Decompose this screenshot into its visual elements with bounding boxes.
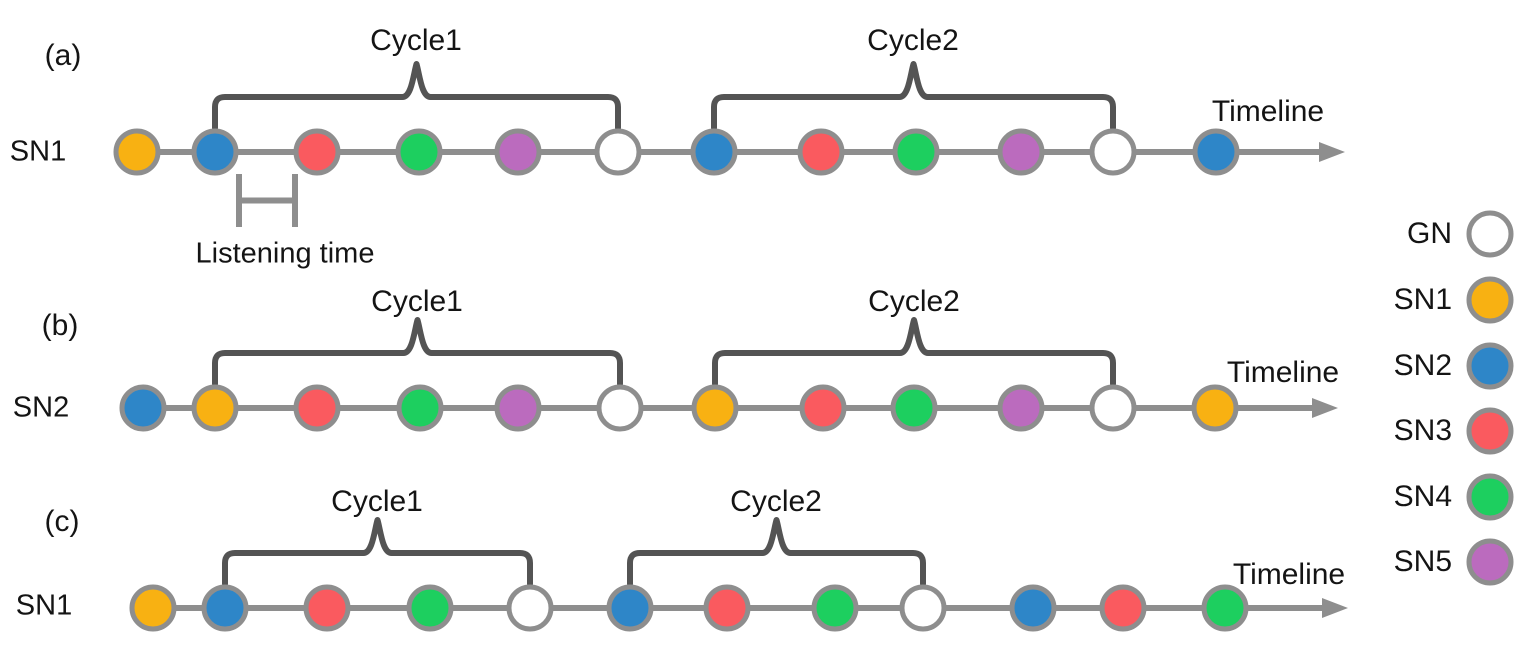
cycle2-label-b: Cycle2 xyxy=(868,285,960,318)
dot-b-1-sn2 xyxy=(119,384,167,432)
dot-b-8-sn3 xyxy=(799,384,847,432)
dot-b-9-sn4 xyxy=(890,384,938,432)
dot-b-6-gn xyxy=(596,384,644,432)
legend-label-sn4: SN4 xyxy=(1393,480,1452,513)
legend-swatch-sn3 xyxy=(1466,407,1514,455)
timeline-arrowhead-icon-b xyxy=(1312,398,1338,418)
panel-c-label: (c) xyxy=(44,505,80,538)
cycle2-label-c: Cycle2 xyxy=(730,485,822,518)
timeline-label-b: Timeline xyxy=(1226,356,1340,389)
dot-c-4-sn4 xyxy=(406,584,454,632)
cycle-bracket-c-1 xyxy=(222,517,533,587)
dot-c-2-sn2 xyxy=(201,584,249,632)
panel-a-row-label: SN1 xyxy=(9,135,67,168)
listening-time-bracket xyxy=(236,174,298,227)
dot-c-10-sn2 xyxy=(1009,584,1057,632)
dot-c-11-sn3 xyxy=(1099,584,1147,632)
dot-a-2-sn2 xyxy=(191,128,239,176)
timeline-arrowhead-icon-a xyxy=(1319,142,1345,162)
panel-c-row-label: SN1 xyxy=(15,589,73,622)
dot-b-4-sn4 xyxy=(396,384,444,432)
legend-swatch-gn xyxy=(1466,210,1514,258)
panel-b-label: (b) xyxy=(41,309,79,342)
legend-label-sn2: SN2 xyxy=(1393,349,1452,382)
dot-c-8-sn4 xyxy=(811,584,859,632)
dot-c-6-sn2 xyxy=(606,584,654,632)
dot-a-4-sn4 xyxy=(395,128,443,176)
cycle-bracket-c-2 xyxy=(627,517,926,587)
timeline-label-c: Timeline xyxy=(1232,558,1346,591)
dot-a-9-sn4 xyxy=(892,128,940,176)
timeline-label-a: Timeline xyxy=(1211,95,1325,128)
dot-b-12-sn1 xyxy=(1191,384,1239,432)
legend-swatch-sn1 xyxy=(1466,276,1514,324)
dot-b-2-sn1 xyxy=(191,384,239,432)
dot-c-3-sn3 xyxy=(303,584,351,632)
cycle-bracket-b-2 xyxy=(712,317,1116,387)
timeline-arrowhead-icon-c xyxy=(1322,598,1348,618)
dot-b-11-gn xyxy=(1089,384,1137,432)
dot-a-10-sn5 xyxy=(997,128,1045,176)
dot-a-3-sn3 xyxy=(293,128,341,176)
cycle-bracket-a-1 xyxy=(212,61,621,131)
dot-c-7-sn3 xyxy=(703,584,751,632)
legend-label-sn3: SN3 xyxy=(1393,414,1452,447)
legend-swatch-sn2 xyxy=(1466,342,1514,390)
listening-time-label: Listening time xyxy=(195,237,375,270)
legend-swatch-sn5 xyxy=(1466,538,1514,586)
legend-label-sn1: SN1 xyxy=(1393,283,1452,316)
dot-a-6-gn xyxy=(594,128,642,176)
dot-c-9-gn xyxy=(899,584,947,632)
cycle1-label-b: Cycle1 xyxy=(371,285,463,318)
dot-c-12-sn4 xyxy=(1201,584,1249,632)
dot-c-5-gn xyxy=(506,584,554,632)
dot-c-1-sn1 xyxy=(129,584,177,632)
dot-b-7-sn1 xyxy=(691,384,739,432)
dot-b-3-sn3 xyxy=(293,384,341,432)
legend-label-sn5: SN5 xyxy=(1393,545,1452,578)
legend-swatch-sn4 xyxy=(1466,473,1514,521)
panel-b-row-label: SN2 xyxy=(12,391,70,424)
cycle-bracket-a-2 xyxy=(711,61,1116,131)
dot-a-7-sn2 xyxy=(690,128,738,176)
dot-a-5-sn5 xyxy=(494,128,542,176)
dot-b-10-sn5 xyxy=(997,384,1045,432)
cycle2-label-a: Cycle2 xyxy=(867,24,959,57)
dot-a-8-sn3 xyxy=(797,128,845,176)
legend-label-gn: GN xyxy=(1407,217,1452,250)
dot-a-12-sn2 xyxy=(1192,128,1240,176)
dot-a-11-gn xyxy=(1089,128,1137,176)
dot-b-5-sn5 xyxy=(494,384,542,432)
panel-a-label: (a) xyxy=(44,39,82,72)
cycle1-label-c: Cycle1 xyxy=(331,485,423,518)
cycle1-label-a: Cycle1 xyxy=(370,24,462,57)
dot-a-1-sn1 xyxy=(113,128,161,176)
cycle-bracket-b-1 xyxy=(212,317,623,387)
